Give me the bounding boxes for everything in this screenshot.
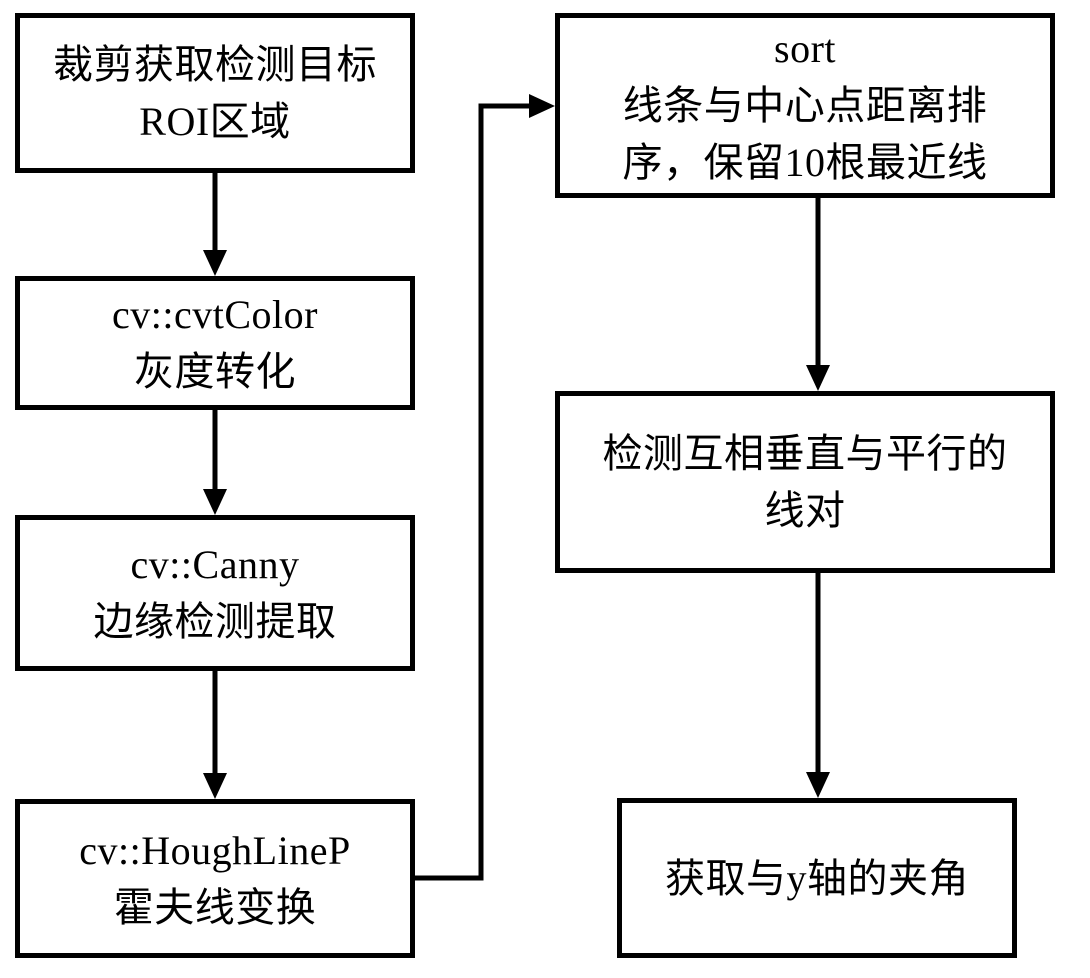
arrowhead-canny-to-hough: [203, 773, 227, 799]
node-line-pairs-line-1: 检测互相垂直与平行的: [602, 431, 1008, 476]
node-sort: sort 线条与中心点距离排 序，保留10根最近线: [555, 13, 1055, 198]
arrowhead-crop-to-gray: [203, 250, 227, 276]
node-crop-roi: 裁剪获取检测目标 ROI区域: [15, 13, 415, 173]
node-canny: cv::Canny 边缘检测提取: [15, 515, 415, 671]
arrow-hough-to-sort: [415, 103, 531, 881]
node-line-pairs-line-2: 线对: [764, 488, 846, 533]
node-hough: cv::HoughLineP 霍夫线变换: [15, 799, 415, 958]
node-hough-line-2: 霍夫线变换: [113, 884, 317, 930]
node-crop-roi-line-2: ROI区域: [139, 99, 291, 144]
node-canny-line-1: cv::Canny: [130, 542, 300, 587]
node-sort-line-1: sort: [774, 26, 836, 71]
node-sort-line-3: 序，保留10根最近线: [622, 140, 988, 185]
arrowhead-sort-to-pairs: [806, 365, 830, 391]
node-grayscale-line-2: 灰度转化: [134, 349, 296, 394]
node-canny-line-2: 边缘检测提取: [93, 599, 337, 644]
node-line-pairs: 检测互相垂直与平行的 线对: [555, 391, 1055, 573]
node-grayscale-line-1: cv::cvtColor: [112, 292, 318, 337]
node-sort-line-2: 线条与中心点距离排: [622, 83, 988, 128]
arrowhead-pairs-to-angle: [806, 772, 830, 798]
node-angle-line-1: 获取与y轴的夹角: [665, 855, 969, 901]
node-crop-roi-line-1: 裁剪获取检测目标: [53, 42, 377, 87]
node-hough-line-1: cv::HoughLineP: [79, 827, 351, 873]
node-grayscale: cv::cvtColor 灰度转化: [15, 276, 415, 410]
node-angle: 获取与y轴的夹角: [617, 798, 1017, 958]
arrowhead-gray-to-canny: [203, 489, 227, 515]
arrowhead-hough-to-sort: [529, 94, 555, 118]
